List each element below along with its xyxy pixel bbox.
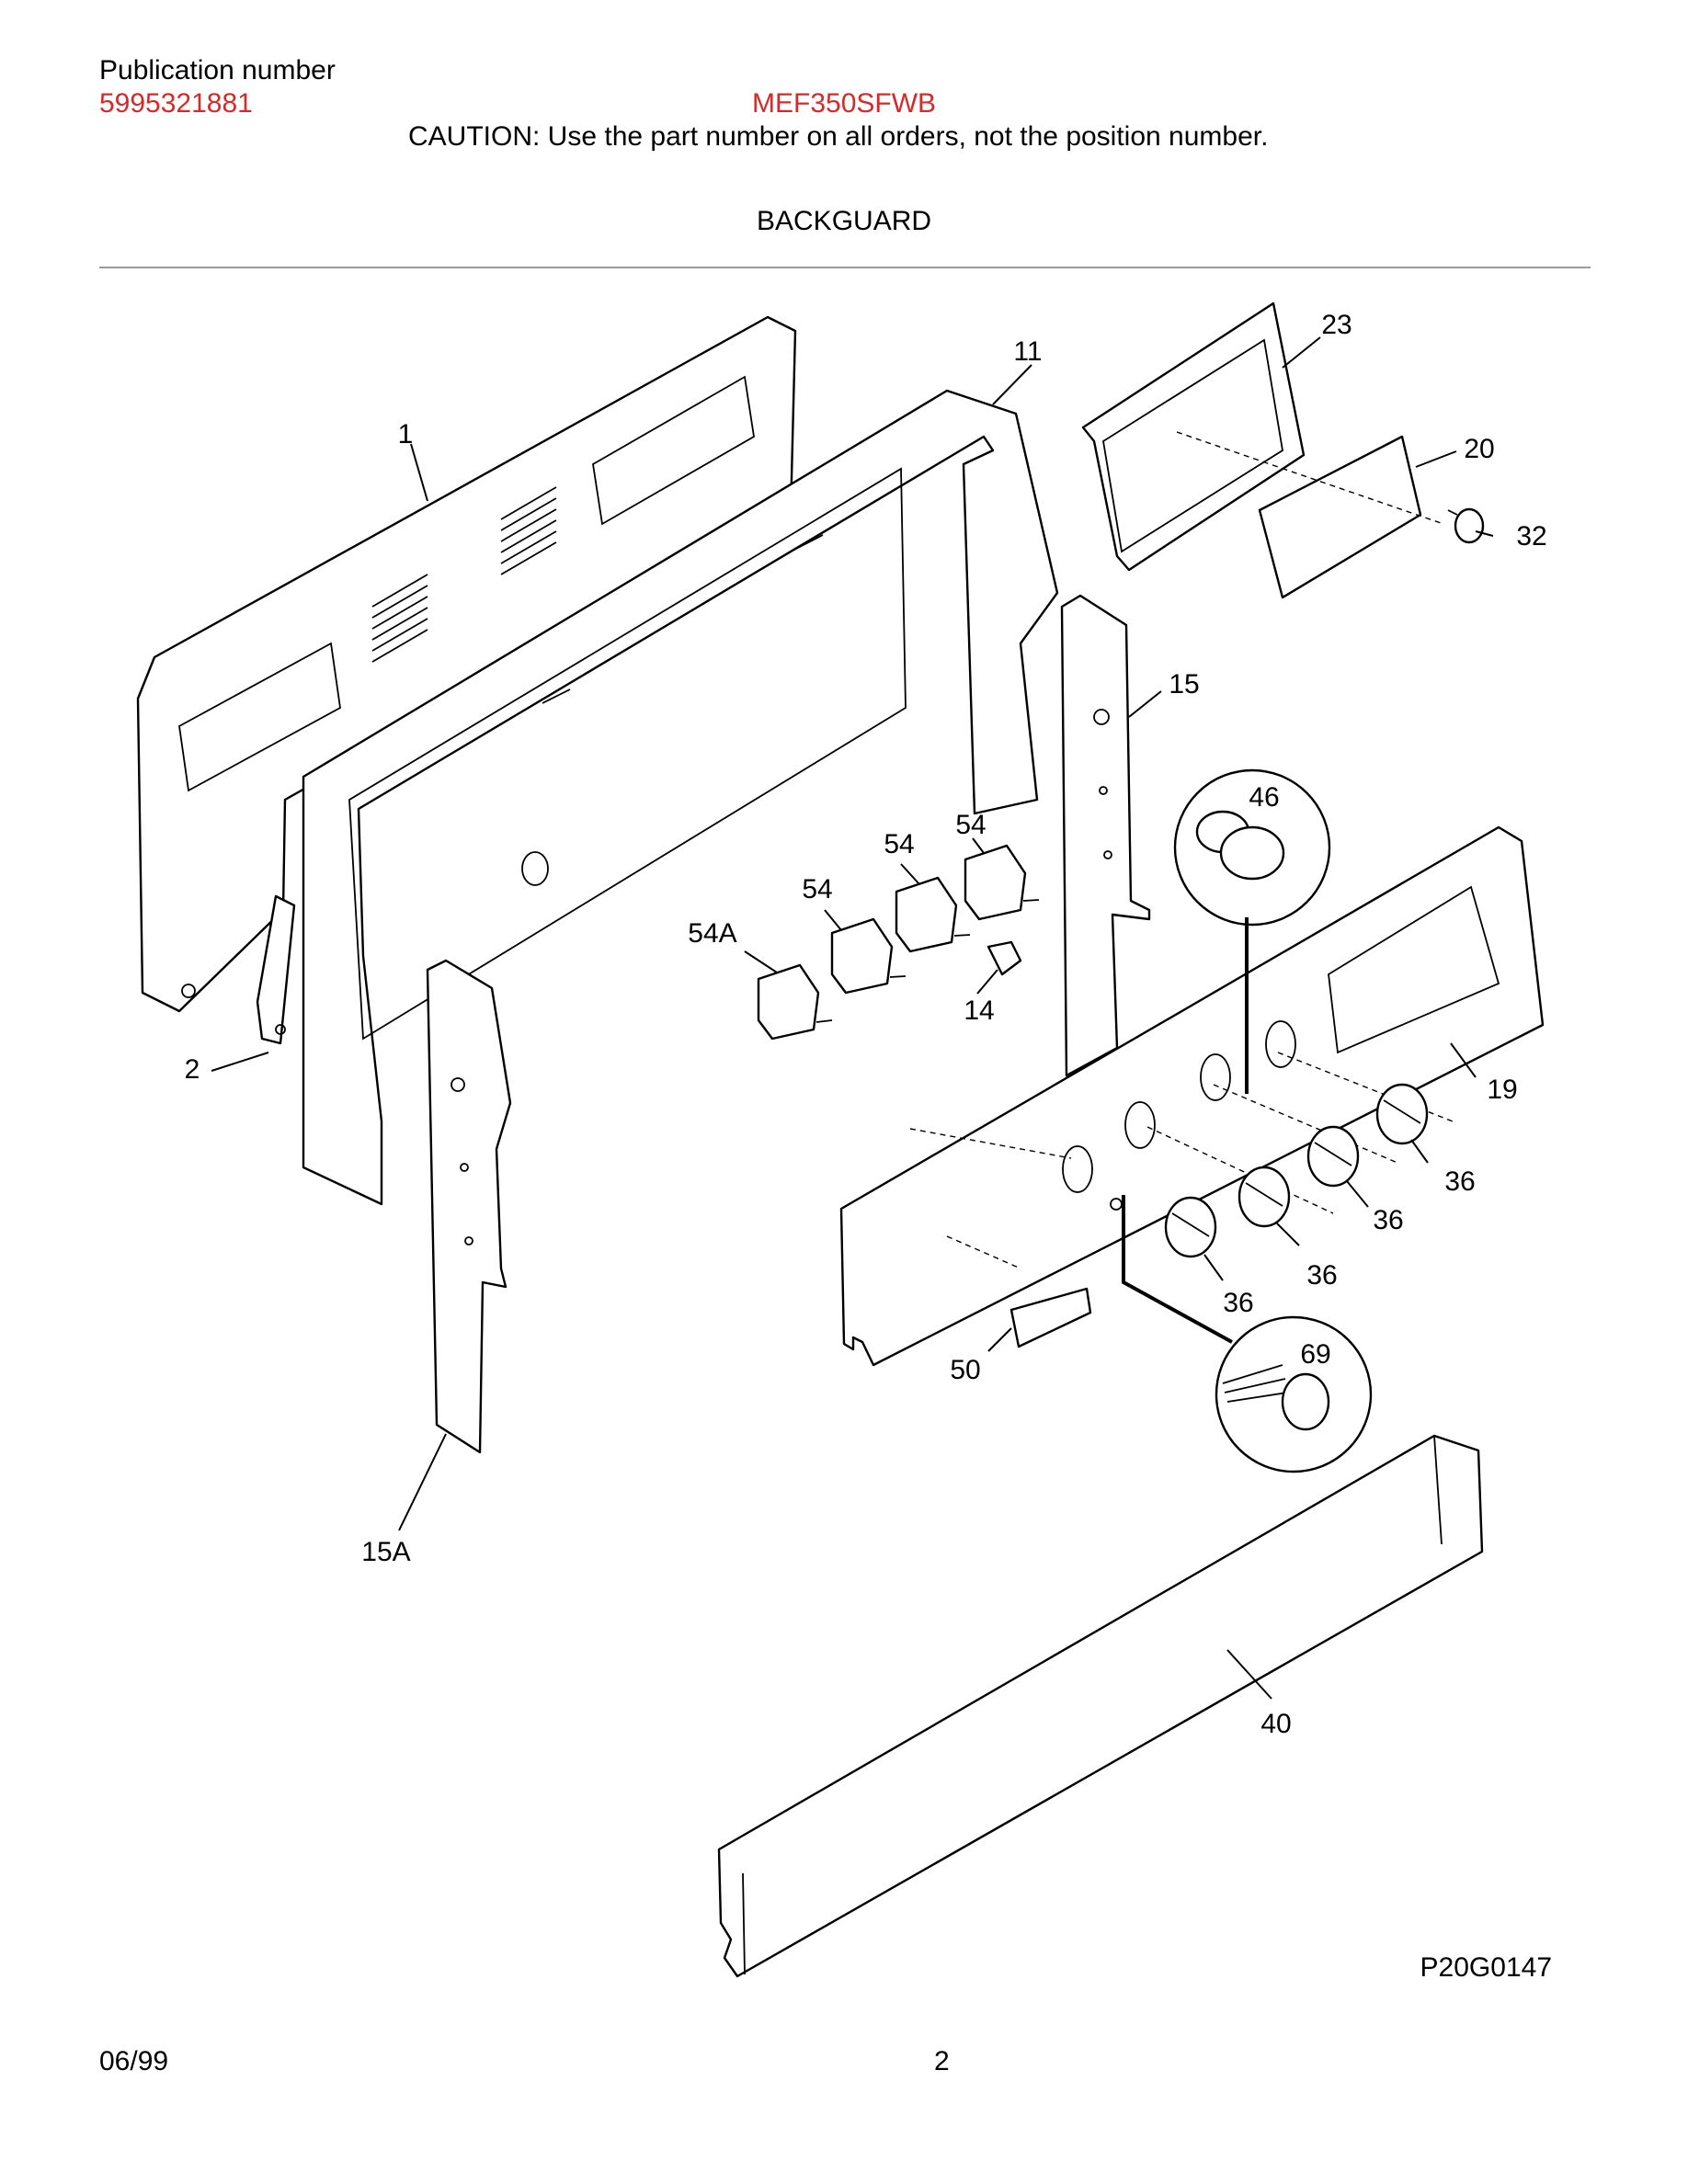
part-36-knob-4 <box>1375 1083 1429 1145</box>
part-36-knob-3 <box>1306 1125 1360 1188</box>
caution-note: CAUTION: Use the part number on all orde… <box>408 121 1269 152</box>
publication-number: 5995321881 <box>99 88 253 119</box>
callout-36-4: 36 <box>1444 1166 1475 1197</box>
page-number: 2 <box>934 2046 950 2076</box>
callout-32: 32 <box>1516 521 1546 552</box>
drawing-code: P20G0147 <box>1420 1952 1552 1983</box>
part-15-right-bracket <box>1060 594 1151 1077</box>
footer-date: 06/99 <box>99 2046 169 2076</box>
part-54-switch-3 <box>964 844 1040 921</box>
header-divider <box>99 267 1591 268</box>
part-20-clock-control <box>1176 431 1444 599</box>
callout-1: 1 <box>398 419 414 449</box>
callout-15a: 15A <box>361 1537 410 1567</box>
callout-23: 23 <box>1321 310 1352 340</box>
callout-14: 14 <box>964 995 994 1026</box>
callout-11: 11 <box>1013 336 1042 367</box>
callout-46: 46 <box>1249 782 1279 813</box>
callout-2: 2 <box>185 1054 200 1085</box>
model-number: MEF350SFWB <box>752 88 937 119</box>
part-40-trim <box>717 1434 1484 1978</box>
callout-54a: 54A <box>688 918 736 949</box>
part-54-switch-2 <box>895 876 971 953</box>
part-50-button <box>1009 1287 1092 1348</box>
part-23-display-frame <box>1081 301 1306 572</box>
publication-label: Publication number <box>99 55 336 85</box>
callout-54-2: 54 <box>802 874 832 904</box>
callout-19: 19 <box>1487 1075 1517 1105</box>
part-36-knob-2 <box>1237 1166 1291 1228</box>
callout-36-1: 36 <box>1223 1288 1253 1318</box>
callout-20: 20 <box>1464 434 1494 464</box>
part-15a-left-bracket <box>426 959 512 1454</box>
callout-69: 69 <box>1300 1339 1330 1370</box>
callout-36-2: 36 <box>1306 1260 1337 1291</box>
part-46-detail <box>1173 768 1331 1094</box>
callout-36-3: 36 <box>1373 1205 1403 1235</box>
callout-54-1: 54 <box>884 829 914 859</box>
part-69-detail <box>1110 1195 1373 1473</box>
part-14-small-switch <box>987 940 1022 976</box>
part-19-control-panel <box>839 825 1545 1367</box>
part-1-rear-panel <box>136 315 797 1013</box>
callout-15: 15 <box>1169 669 1199 700</box>
part-54a-switch <box>757 963 833 1041</box>
callout-50: 50 <box>950 1355 980 1385</box>
part-11-frame <box>302 389 1059 1206</box>
section-title: BACKGUARD <box>757 206 932 236</box>
callout-40: 40 <box>1260 1709 1291 1739</box>
part-32-knob <box>1447 507 1485 544</box>
part-54-switch-1 <box>830 917 907 995</box>
part-2-bracket <box>256 894 296 1045</box>
part-36-knob-1 <box>1164 1196 1217 1258</box>
leader-lines <box>211 336 1494 1700</box>
callout-54-3: 54 <box>955 810 986 840</box>
